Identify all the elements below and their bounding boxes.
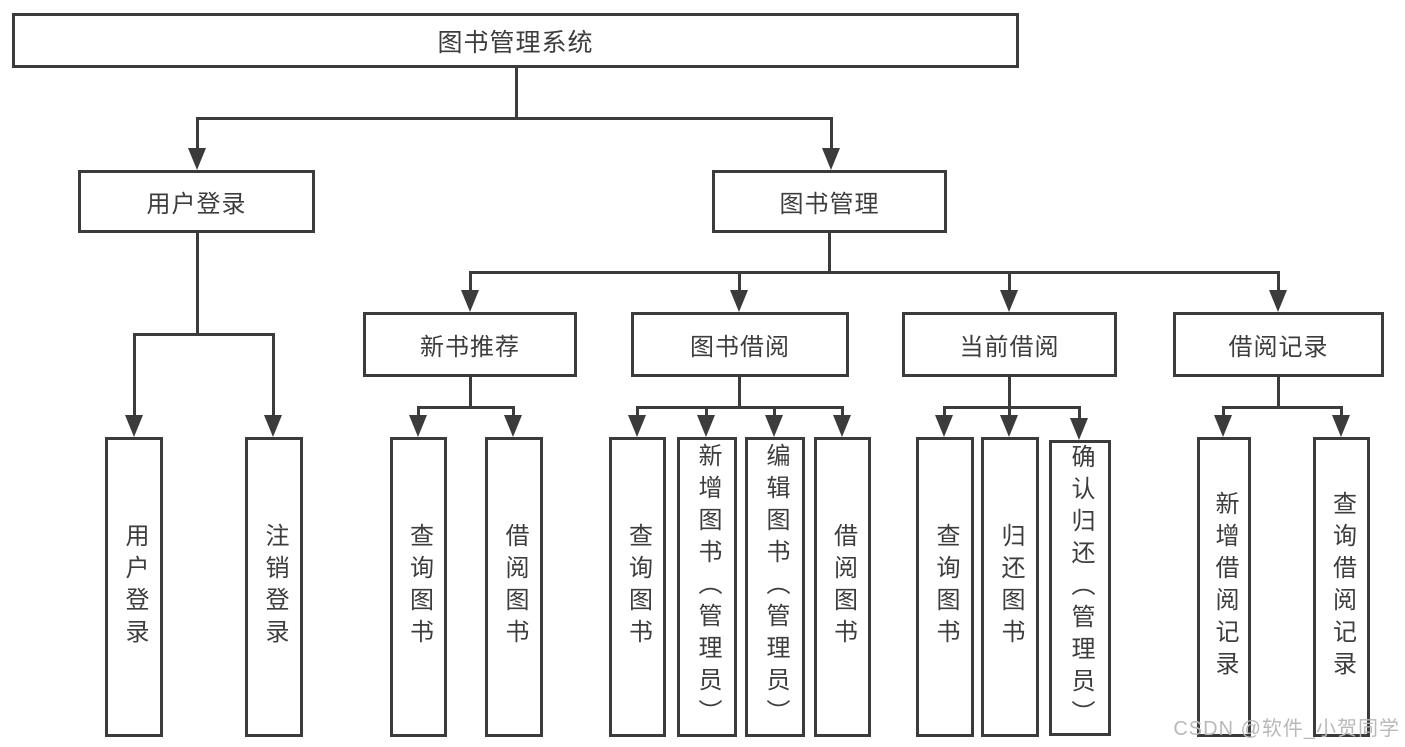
node-label: 图书管理系统: [437, 28, 594, 57]
node-label: 新书推荐: [420, 334, 520, 361]
arrow-down-icon: [188, 148, 206, 170]
leaf-edit-books-admin: 编辑图书（管理员）: [745, 437, 805, 737]
leaf-add-books-admin: 新增图书（管理员）: [677, 437, 737, 737]
leaf-query-books-borrow: 查询图书: [609, 437, 666, 737]
connector-line: [1277, 271, 1280, 293]
node-library-management-system: 图书管理系统: [12, 13, 1019, 68]
leaf-user-login: 用户登录: [105, 437, 163, 737]
leaf-query-books-current: 查询图书: [916, 437, 974, 737]
arrow-down-icon: [935, 415, 953, 437]
connector-line: [469, 271, 472, 293]
connector-line: [196, 117, 199, 155]
connector-line: [1340, 406, 1343, 421]
arrow-down-icon: [1000, 415, 1018, 437]
connector-line: [469, 271, 1280, 274]
arrow-down-icon: [504, 415, 522, 437]
connector-line: [512, 406, 515, 421]
node-user-login: 用户登录: [78, 170, 315, 233]
leaf-label: 查询图书: [624, 523, 652, 651]
node-label: 用户登录: [146, 191, 247, 218]
connector-line: [196, 233, 199, 336]
arrow-down-icon: [125, 415, 143, 437]
arrow-down-icon: [409, 415, 427, 437]
arrow-down-icon: [264, 415, 282, 437]
connector-line: [830, 117, 833, 155]
leaf-label: 新增图书（管理员）: [694, 443, 721, 731]
leaf-query-books-recommend: 查询图书: [390, 437, 447, 737]
arrow-down-icon: [1332, 415, 1350, 437]
arrow-down-icon: [1214, 415, 1232, 437]
connector-line: [1222, 406, 1225, 421]
leaf-label: 注销登录: [261, 523, 288, 651]
node-label: 当前借阅: [959, 334, 1060, 361]
node-label: 图书借阅: [690, 334, 790, 361]
connector-line: [841, 406, 844, 421]
arrow-down-icon: [765, 415, 783, 437]
node-label: 图书管理: [779, 191, 880, 218]
arrow-down-icon: [730, 290, 748, 312]
connector-line: [705, 406, 708, 421]
leaf-label: 用户登录: [121, 523, 148, 651]
leaf-label: 归还图书: [997, 523, 1024, 651]
connector-line: [1277, 377, 1280, 408]
connector-line: [636, 406, 639, 421]
leaf-label: 借阅图书: [829, 523, 857, 651]
arrow-down-icon: [697, 415, 715, 437]
arrow-down-icon: [1070, 418, 1088, 440]
leaf-label: 借阅图书: [501, 523, 528, 651]
leaf-borrow-books-recommend: 借阅图书: [485, 437, 543, 737]
node-new-book-recommend: 新书推荐: [363, 312, 577, 377]
leaf-label: 查询图书: [932, 523, 959, 651]
arrow-down-icon: [1269, 290, 1287, 312]
arrow-down-icon: [1000, 290, 1018, 312]
connector-line: [133, 333, 136, 418]
connector-line: [1008, 377, 1011, 408]
arrow-down-icon: [461, 290, 479, 312]
connector-line: [943, 406, 1081, 409]
connector-line: [133, 333, 275, 336]
leaf-label: 确认归还（管理员）: [1067, 444, 1094, 732]
arrow-down-icon: [833, 415, 851, 437]
connector-line: [1008, 271, 1011, 293]
connector-line: [515, 68, 518, 119]
connector-line: [1222, 406, 1343, 409]
leaf-query-borrow-record: 查询借阅记录: [1313, 437, 1370, 737]
node-book-borrow: 图书借阅: [631, 312, 849, 377]
leaf-label: 查询图书: [405, 523, 433, 651]
connector-line: [272, 333, 275, 418]
connector-line: [636, 406, 844, 409]
connector-line: [417, 406, 420, 421]
connector-line: [828, 233, 831, 273]
leaf-add-borrow-record: 新增借阅记录: [1197, 437, 1251, 737]
connector-line: [417, 406, 515, 409]
leaf-logout: 注销登录: [245, 437, 303, 737]
connector-line: [773, 406, 776, 421]
leaf-borrow-books: 借阅图书: [814, 437, 871, 737]
connector-line: [943, 406, 946, 421]
connector-line: [738, 377, 741, 408]
leaf-label: 编辑图书（管理员）: [762, 443, 789, 731]
arrow-down-icon: [822, 148, 840, 170]
connector-line: [1008, 406, 1011, 421]
node-borrow-records: 借阅记录: [1173, 312, 1384, 377]
leaf-label: 查询借阅记录: [1328, 491, 1356, 683]
node-current-borrow: 当前借阅: [902, 312, 1117, 377]
connector-line: [738, 271, 741, 293]
connector-line: [1078, 406, 1081, 421]
node-label: 借阅记录: [1228, 334, 1329, 361]
node-book-management: 图书管理: [712, 170, 947, 233]
leaf-confirm-return-admin: 确认归还（管理员）: [1049, 440, 1111, 736]
leaf-return-books: 归还图书: [981, 437, 1039, 737]
connector-line: [469, 377, 472, 408]
csdn-watermark: CSDN @软件_小贺同学: [1173, 718, 1400, 740]
leaf-label: 新增借阅记录: [1211, 491, 1238, 683]
connector-line: [196, 117, 833, 120]
arrow-down-icon: [628, 415, 646, 437]
